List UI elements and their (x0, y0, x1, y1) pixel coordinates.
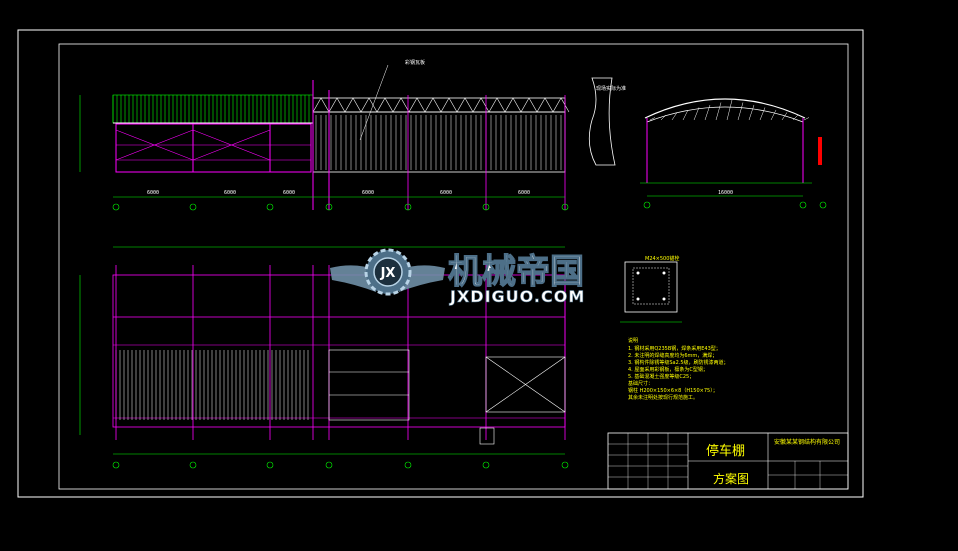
drawing-line (512, 97, 522, 113)
axis-bubble (404, 461, 412, 469)
note-line: 3. 钢构件除锈等级Sa2.5级，刷防锈漆两道； (628, 359, 729, 366)
drawing-line (781, 112, 788, 121)
drawing-line (392, 97, 402, 113)
drawing-line (536, 97, 546, 113)
note-line: 其余未注明处按现行规范施工。 (628, 394, 698, 401)
drawing-line (424, 97, 434, 113)
drawing-line (803, 117, 810, 121)
drawing-line (759, 107, 766, 121)
front-elevation: 6000 6000 6000 6000 6000 6000 彩钢瓦板 (79, 59, 570, 211)
svg-text:6000: 6000 (518, 190, 530, 196)
drawing-line (352, 97, 362, 113)
project-name: 停车棚 (706, 443, 745, 459)
drawing-line (682, 109, 689, 121)
drawing-line (504, 97, 514, 113)
axis-bubble (189, 203, 197, 211)
axis-bubble (266, 461, 274, 469)
axis-bubble (482, 203, 490, 211)
notes-heading: 说明 (628, 337, 638, 344)
axis-bubble (112, 461, 120, 469)
drawing-line (488, 97, 498, 113)
axis-bubble (482, 461, 490, 469)
drawing-line (520, 97, 530, 113)
drawing-line (416, 97, 426, 113)
drawing-line (408, 97, 418, 113)
axis-bubble (404, 203, 412, 211)
drawing-line (528, 97, 538, 113)
note-line: 基础尺寸： (628, 380, 653, 387)
anchor-detail: M24×500锚栓 (620, 255, 682, 323)
axis-bubble (325, 203, 333, 211)
drawing-line (792, 114, 799, 121)
svg-text:6000: 6000 (224, 190, 236, 196)
drawing-line (715, 102, 722, 121)
sheet-border (17, 29, 864, 498)
wall-label: 现场实际为准 (596, 85, 626, 92)
drawing-name: 方案图 (713, 471, 749, 486)
drawing-line (328, 97, 338, 113)
axis-bubble (189, 461, 197, 469)
svg-text:6000: 6000 (147, 190, 159, 196)
drawing-line (649, 117, 656, 121)
inner-border (58, 43, 849, 490)
logo-emblem-letters: JX (380, 266, 396, 281)
axis-bubble (561, 203, 569, 211)
axis-bubble (561, 461, 569, 469)
axis-bubble (266, 203, 274, 211)
drawing-line (336, 97, 346, 113)
svg-text:16000: 16000 (718, 190, 733, 196)
note-line: 1. 钢材采用Q235B钢，焊条采用E43型； (628, 345, 721, 352)
note-line: 钢柱 H200×150×6×8（H150×75）； (628, 387, 718, 394)
drawing-line (440, 97, 450, 113)
drawing-line (432, 97, 442, 113)
drawing-line (320, 97, 330, 113)
drawing-line (360, 97, 370, 113)
drawing-line (376, 97, 386, 113)
axis-bubble (112, 203, 120, 211)
drawing-line (671, 112, 678, 121)
drawing-line (726, 99, 733, 121)
roof-panel-label: 彩钢瓦板 (405, 59, 425, 66)
note-line: 4. 屋面采用彩钢板，檩条为C型钢； (628, 366, 708, 373)
svg-text:6000: 6000 (440, 190, 452, 196)
drawing-line (456, 97, 466, 113)
drawing-line (660, 114, 667, 121)
note-line: 5. 基础混凝土强度等级C25； (628, 373, 694, 380)
title-block: 停车棚 方案图 安徽某某钢结构有限公司 (607, 432, 849, 490)
drawing-line (344, 97, 354, 113)
company-name: 安徽某某钢结构有限公司 (774, 438, 840, 446)
logo-domain: JXDIGUO.COM (449, 287, 585, 306)
svg-text:6000: 6000 (362, 190, 374, 196)
note-line: 2. 未注明的焊缝高度均为6mm，满焊； (628, 352, 717, 359)
drawing-line (770, 109, 777, 121)
drawing-line (496, 97, 506, 113)
logo-watermark: JX 机械帝国 JXDIGUO.COM (330, 248, 585, 306)
side-elevation: 现场实际为准 16000 (588, 77, 827, 209)
logo-name: 机械帝国 (448, 252, 584, 292)
axis-bubble (325, 461, 333, 469)
drawing-line (552, 97, 562, 113)
drawing-line (312, 97, 322, 113)
drawing-line (480, 97, 490, 113)
drawing-line (448, 97, 458, 113)
drawing-line (693, 107, 700, 121)
svg-text:6000: 6000 (283, 190, 295, 196)
drawing-line (464, 97, 474, 113)
notes-block: 说明 1. 钢材采用Q235B钢，焊条采用E43型； 2. 未注明的焊缝高度均为… (628, 337, 729, 401)
anchor-label: M24×500锚栓 (645, 255, 679, 262)
drawing-line (748, 104, 755, 121)
drawing-line (472, 97, 482, 113)
drawing-line (384, 97, 394, 113)
drawing-line (544, 97, 554, 113)
drawing-line (704, 104, 711, 121)
drawing-line (737, 102, 744, 121)
